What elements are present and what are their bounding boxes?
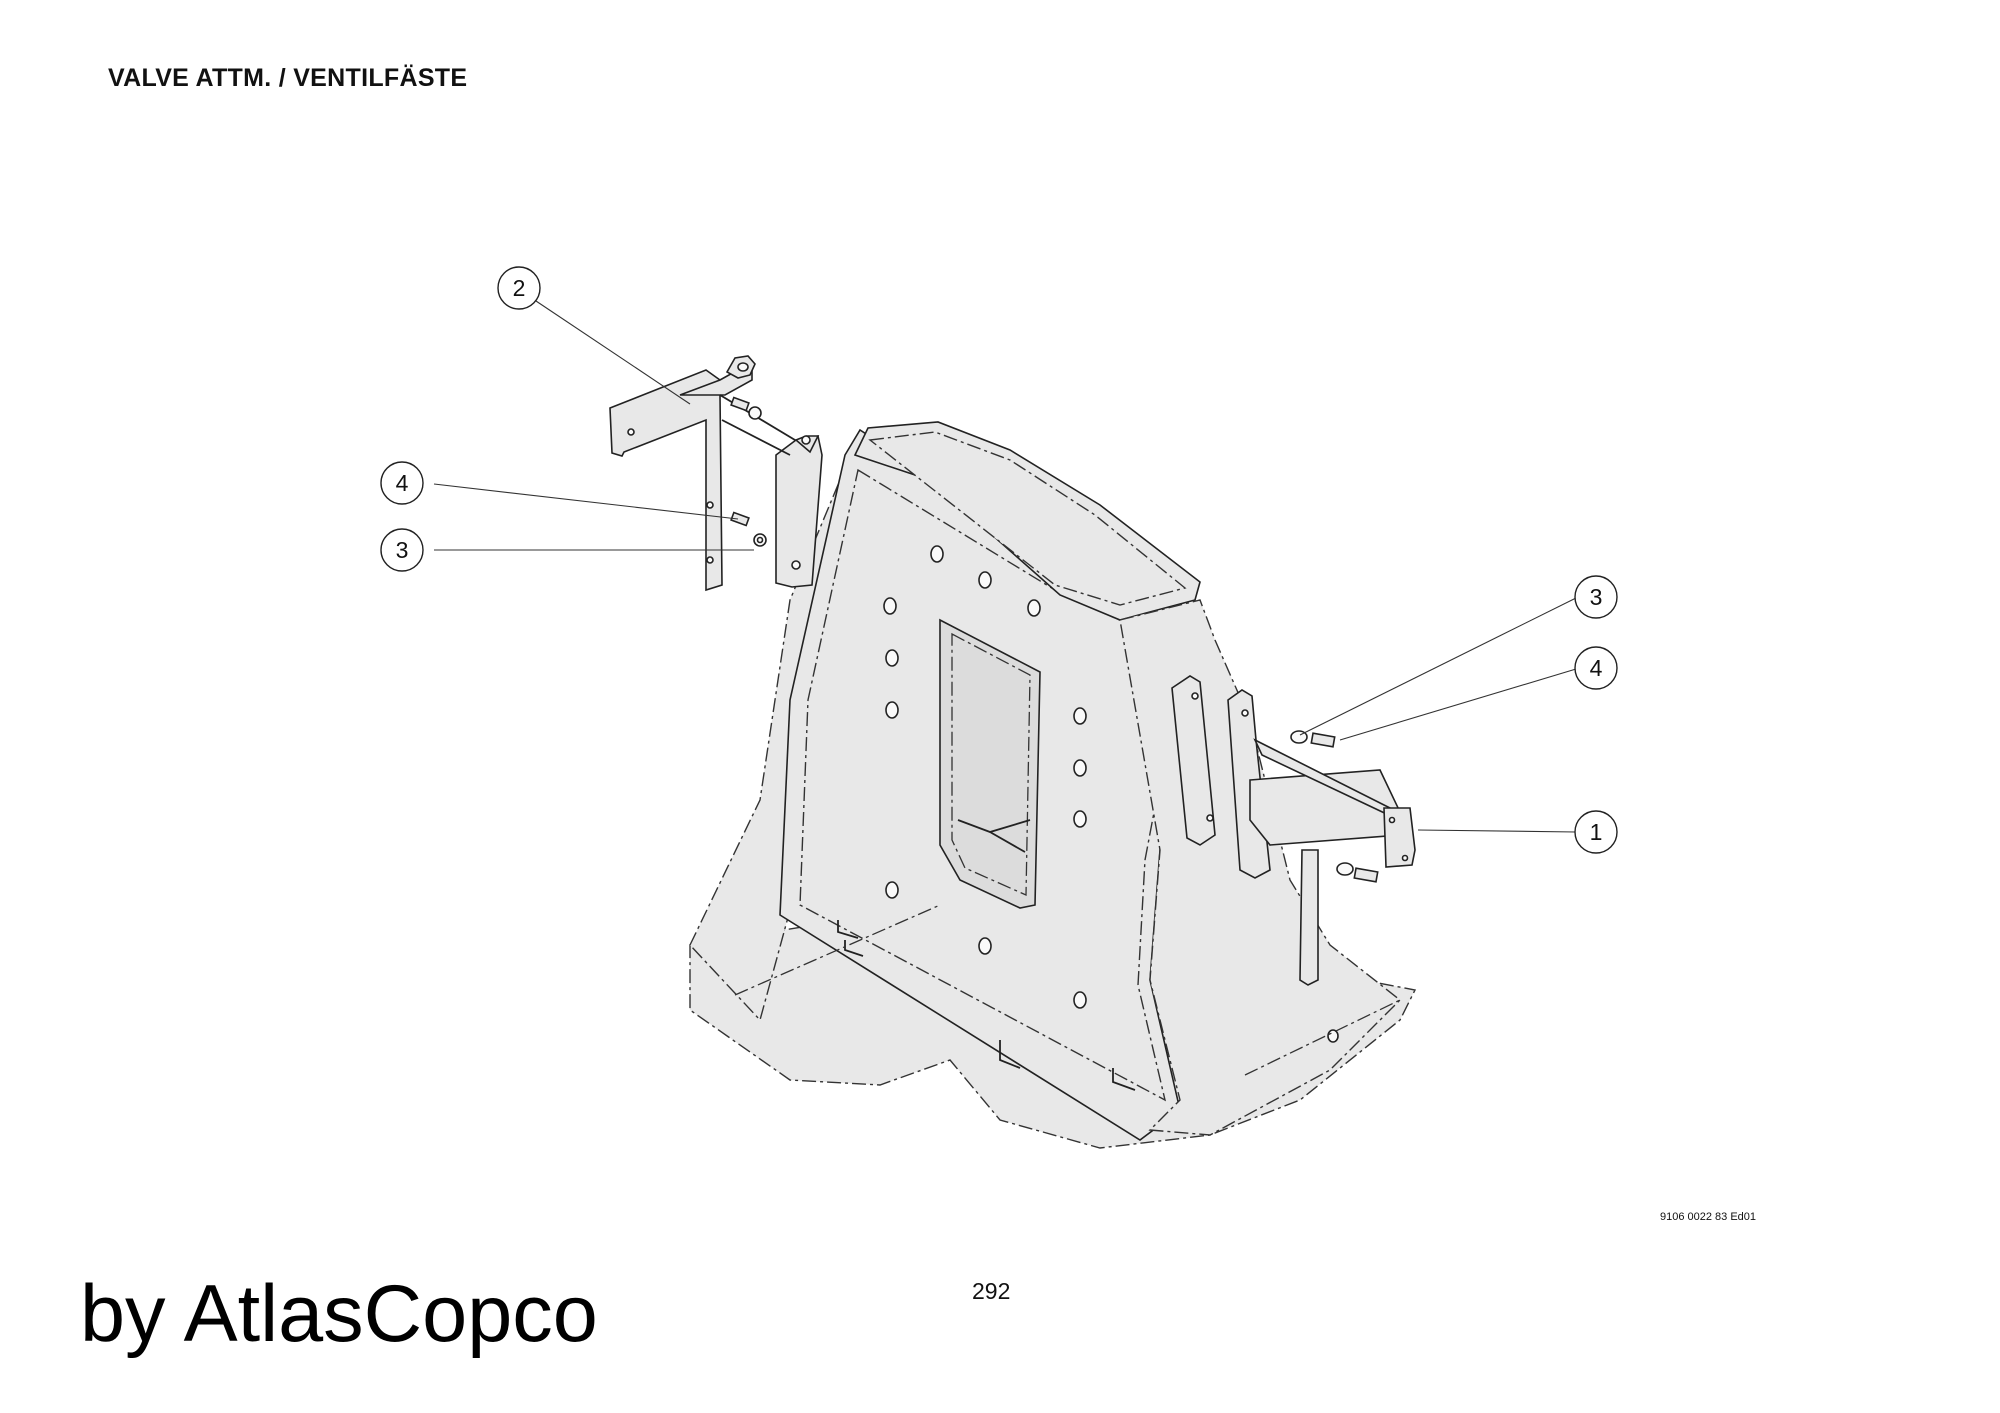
callout-4-right: 4 [1574, 646, 1618, 690]
page-number: 292 [972, 1278, 1011, 1304]
callout-label: 2 [513, 275, 526, 301]
callout-label: 4 [1590, 655, 1603, 681]
callout-label: 3 [1590, 584, 1603, 610]
frame-body [689, 421, 1417, 1149]
callout-label: 4 [396, 470, 409, 496]
callout-1-right: 1 [1574, 810, 1618, 854]
callout-3-left: 3 [380, 528, 424, 572]
leader-lines [433, 300, 1577, 833]
bracket-assembly-left [609, 355, 823, 592]
brand-text: by AtlasCopco [80, 1269, 598, 1359]
callout-4-left: 4 [380, 461, 424, 505]
drawing-number: 9106 0022 83 Ed01 [1660, 1211, 1757, 1223]
callout-label: 3 [396, 537, 409, 563]
bracket-assembly-right [1171, 675, 1416, 986]
callout-2-left: 2 [497, 266, 541, 310]
callout-3-right: 3 [1574, 575, 1618, 619]
callout-label: 1 [1590, 819, 1603, 845]
page-title: VALVE ATTM. / VENTILFÄSTE [108, 64, 468, 92]
